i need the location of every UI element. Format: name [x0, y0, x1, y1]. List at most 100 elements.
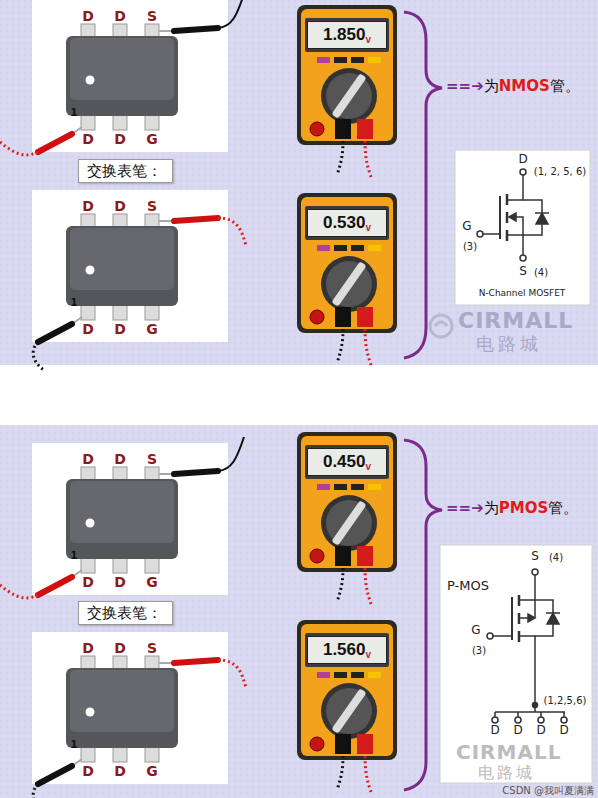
arrow-text: ==➔: [446, 78, 484, 95]
pin-label: 1: [71, 107, 78, 118]
symbol-label: (1, 2, 5, 6): [534, 166, 586, 177]
black-probe: [174, 28, 218, 31]
bottom-panel: [0, 425, 598, 798]
meter-reading: 0.530: [323, 214, 366, 233]
pin-label: G: [146, 132, 158, 147]
symbol-label: P-MOS: [447, 579, 489, 593]
pin-label: D: [82, 9, 94, 24]
body-wire: [519, 600, 535, 618]
chip-photo: DDSDDG1: [32, 443, 228, 595]
pin-label: 1: [71, 297, 78, 308]
drain-wire: [507, 175, 523, 200]
pin-label: 1: [71, 550, 78, 561]
symbol-label: S: [519, 265, 527, 278]
multimeter: [297, 193, 397, 365]
chip-photo: [32, 443, 228, 595]
symbol-label: D: [559, 724, 568, 737]
pin-label: D: [82, 764, 94, 779]
channel: [506, 194, 509, 241]
pin-label: S: [147, 199, 157, 214]
watermark: CIRMALL: [456, 741, 561, 763]
terminal: [492, 717, 498, 723]
symbol-label: (4): [534, 267, 548, 278]
drain-wire: [519, 636, 535, 705]
meter-display: 0.530v: [307, 209, 387, 237]
chip-photo: [32, 0, 228, 152]
probe-pair: [33, 660, 246, 798]
meter-reading: v: [365, 461, 371, 472]
logo-ring: [430, 315, 452, 337]
symbol-label: (3): [463, 241, 477, 252]
symbol-label: D: [536, 724, 545, 737]
pin-label: D: [114, 9, 126, 24]
terminal: [487, 633, 493, 639]
symbol-label: G: [471, 624, 480, 637]
pin-label: D: [114, 575, 126, 590]
pin-label: D: [82, 452, 94, 467]
meter-reading: v: [365, 34, 371, 45]
chip-photo: DDSDDG1: [32, 632, 228, 784]
probe-wire: [0, 585, 38, 598]
body-arrow: [528, 614, 535, 622]
meter-display: 1.850v: [307, 21, 387, 49]
instruction-text: 交换表笔：: [87, 163, 164, 180]
probe-wire: [33, 784, 44, 798]
probe-pair: [33, 218, 246, 370]
nmos-symbol: [477, 169, 549, 261]
note-box: 交换表笔：: [78, 601, 173, 625]
pin-label: S: [147, 9, 157, 24]
symbol-label: (1,2,5,6): [544, 695, 587, 706]
result-text: 管。: [550, 78, 580, 95]
red-probe: [174, 218, 218, 221]
pin-label: G: [146, 764, 158, 779]
pin-label: D: [114, 199, 126, 214]
terminal: [477, 231, 483, 237]
probe-wire: [218, 0, 244, 28]
device-type: NMOS: [499, 78, 550, 95]
symbol-label: D: [490, 724, 499, 737]
multimeter: [297, 5, 397, 177]
symbol-panel: [440, 545, 592, 783]
diode: [536, 213, 548, 224]
chip-photo: [32, 190, 228, 342]
probe-wire: [33, 342, 44, 370]
result-line: ==➔为PMOS管。: [446, 500, 578, 517]
terminal: [520, 255, 526, 261]
watermark: 电路城: [476, 334, 542, 354]
red-probe: [38, 134, 72, 152]
watermark-logo: [430, 315, 452, 337]
chip-photo: DDSDDG1: [32, 190, 228, 342]
pin-label: D: [82, 132, 94, 147]
black-probe: [38, 324, 72, 342]
logo-arc: [435, 322, 447, 326]
result-text: 管。: [548, 500, 578, 517]
gate-plate: [511, 597, 513, 640]
brace: [404, 12, 442, 358]
gate-wire: [483, 233, 500, 235]
arrow-text: ==➔: [446, 500, 484, 517]
red-probe: [174, 660, 218, 663]
pin-label: D: [114, 132, 126, 147]
probe-wire: [218, 437, 244, 471]
meter-reading: 0.450: [323, 453, 366, 472]
watermark: CIRMALL: [458, 309, 573, 333]
diode-bar: [535, 212, 549, 214]
meter-reading: 1.850: [323, 26, 366, 45]
pin-label: D: [82, 199, 94, 214]
gate-wire: [493, 635, 512, 637]
meter-display: 0.450v: [307, 448, 387, 476]
pin-label: D: [114, 641, 126, 656]
probe-wire: [218, 218, 246, 246]
note-box: 交换表笔：: [78, 159, 173, 183]
probe-pair: [0, 437, 244, 598]
symbol-label: D: [513, 724, 522, 737]
instruction-text: 交换表笔：: [87, 605, 164, 622]
probe-wire: [218, 660, 246, 688]
terminal: [561, 717, 567, 723]
chip-photo: [32, 632, 228, 784]
diode: [547, 613, 559, 624]
pin-label: S: [147, 452, 157, 467]
symbol-label: (3): [472, 645, 486, 656]
source-wire: [507, 235, 523, 255]
